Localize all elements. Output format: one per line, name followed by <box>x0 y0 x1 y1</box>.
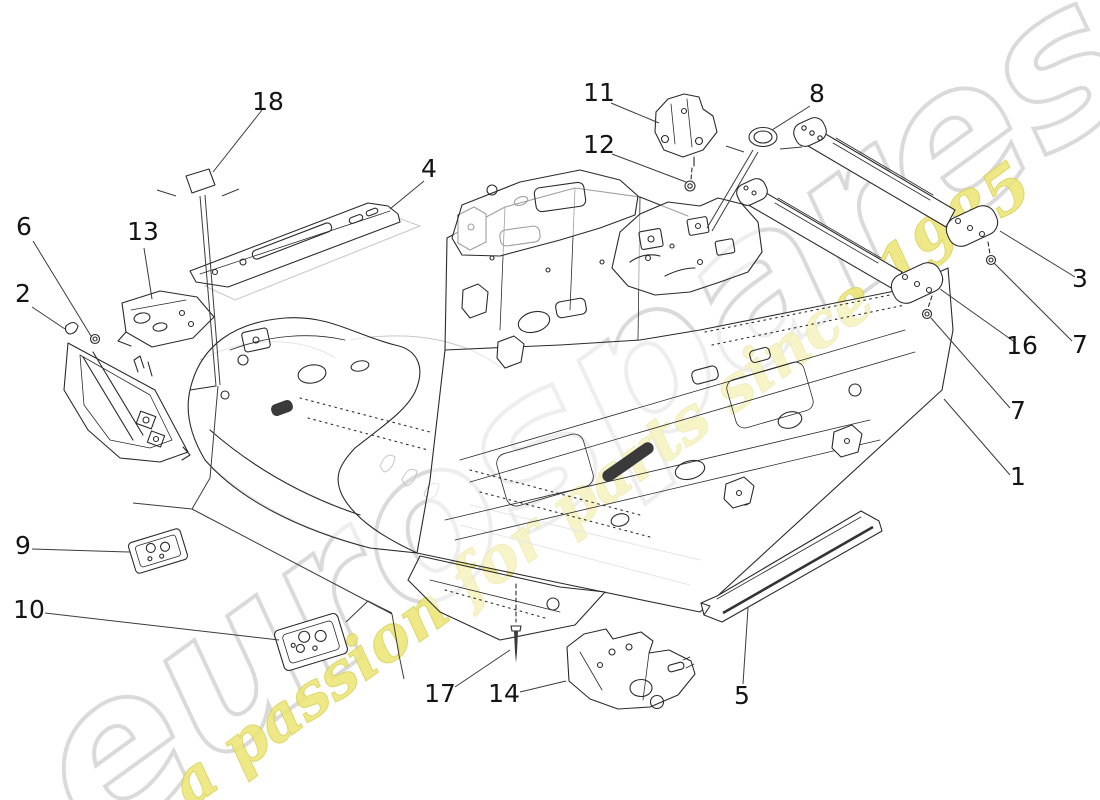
leader-18 <box>212 109 263 173</box>
part-label-4[interactable]: 4 <box>421 154 437 183</box>
part-label-2[interactable]: 2 <box>15 279 31 308</box>
leader-7-lower <box>930 317 1011 409</box>
leader-7-upper <box>993 262 1073 342</box>
leader-5 <box>742 607 749 685</box>
part-label-13[interactable]: 13 <box>127 217 159 246</box>
bracket-part-14 <box>566 628 696 710</box>
nut-part-12 <box>684 180 696 192</box>
strut-part-16 <box>736 178 944 304</box>
leader-6 <box>32 240 92 337</box>
pin-part-17 <box>510 583 522 663</box>
sticker-part-18 <box>132 168 405 680</box>
bracket-part-11 <box>654 93 718 181</box>
floor-pan-part-1 <box>416 267 954 613</box>
leader-14 <box>519 680 567 693</box>
part-label-16[interactable]: 16 <box>1006 331 1038 360</box>
leader-10 <box>44 612 280 641</box>
leader-12 <box>611 153 687 183</box>
part-label-7-lower[interactable]: 7 <box>1010 396 1026 425</box>
sill-part-5 <box>700 510 883 623</box>
leader-1 <box>943 398 1011 476</box>
center-bracket-cluster <box>611 197 763 296</box>
strut-part-3 <box>793 117 999 247</box>
bracket-part-13 <box>117 290 215 348</box>
leader-3 <box>999 230 1076 278</box>
part-label-10[interactable]: 10 <box>13 595 45 624</box>
leader-13 <box>143 247 153 300</box>
part-label-11[interactable]: 11 <box>583 78 615 107</box>
bolt-part-7-lower <box>921 295 933 320</box>
leader-17 <box>454 649 511 688</box>
grommet-part-8 <box>706 126 803 232</box>
part-label-9[interactable]: 9 <box>15 531 31 560</box>
part-label-7-upper[interactable]: 7 <box>1072 330 1088 359</box>
part-label-14[interactable]: 14 <box>488 679 520 708</box>
leader-4 <box>389 180 425 210</box>
rail-part-4 <box>189 202 401 288</box>
leader-2 <box>31 306 66 330</box>
part-label-6[interactable]: 6 <box>16 212 32 241</box>
bolt-part-7-upper <box>985 241 997 266</box>
part-label-18[interactable]: 18 <box>252 87 284 116</box>
front-floor-extension <box>407 555 606 641</box>
nut-part-6 <box>89 333 101 345</box>
leader-8 <box>771 105 811 131</box>
part-label-12[interactable]: 12 <box>583 130 615 159</box>
leader-lines <box>31 102 1076 693</box>
leader-9 <box>31 548 131 553</box>
plate-part-9 <box>127 528 189 574</box>
part-label-17[interactable]: 17 <box>424 679 456 708</box>
leader-11 <box>610 102 660 124</box>
part-label-3[interactable]: 3 <box>1072 264 1088 293</box>
frame-part-2 <box>63 342 191 463</box>
dash-panel <box>451 169 639 257</box>
callout-labels: 1 2 3 4 5 6 7 7 8 9 10 11 12 13 14 16 17… <box>13 78 1088 710</box>
part-label-8[interactable]: 8 <box>809 79 825 108</box>
clip-part-2 <box>64 321 79 335</box>
leader-16 <box>939 288 1017 344</box>
plate-part-10 <box>273 612 349 672</box>
part-label-1[interactable]: 1 <box>1010 462 1026 491</box>
cowl-assembly <box>187 317 431 554</box>
part-label-5[interactable]: 5 <box>734 681 750 710</box>
